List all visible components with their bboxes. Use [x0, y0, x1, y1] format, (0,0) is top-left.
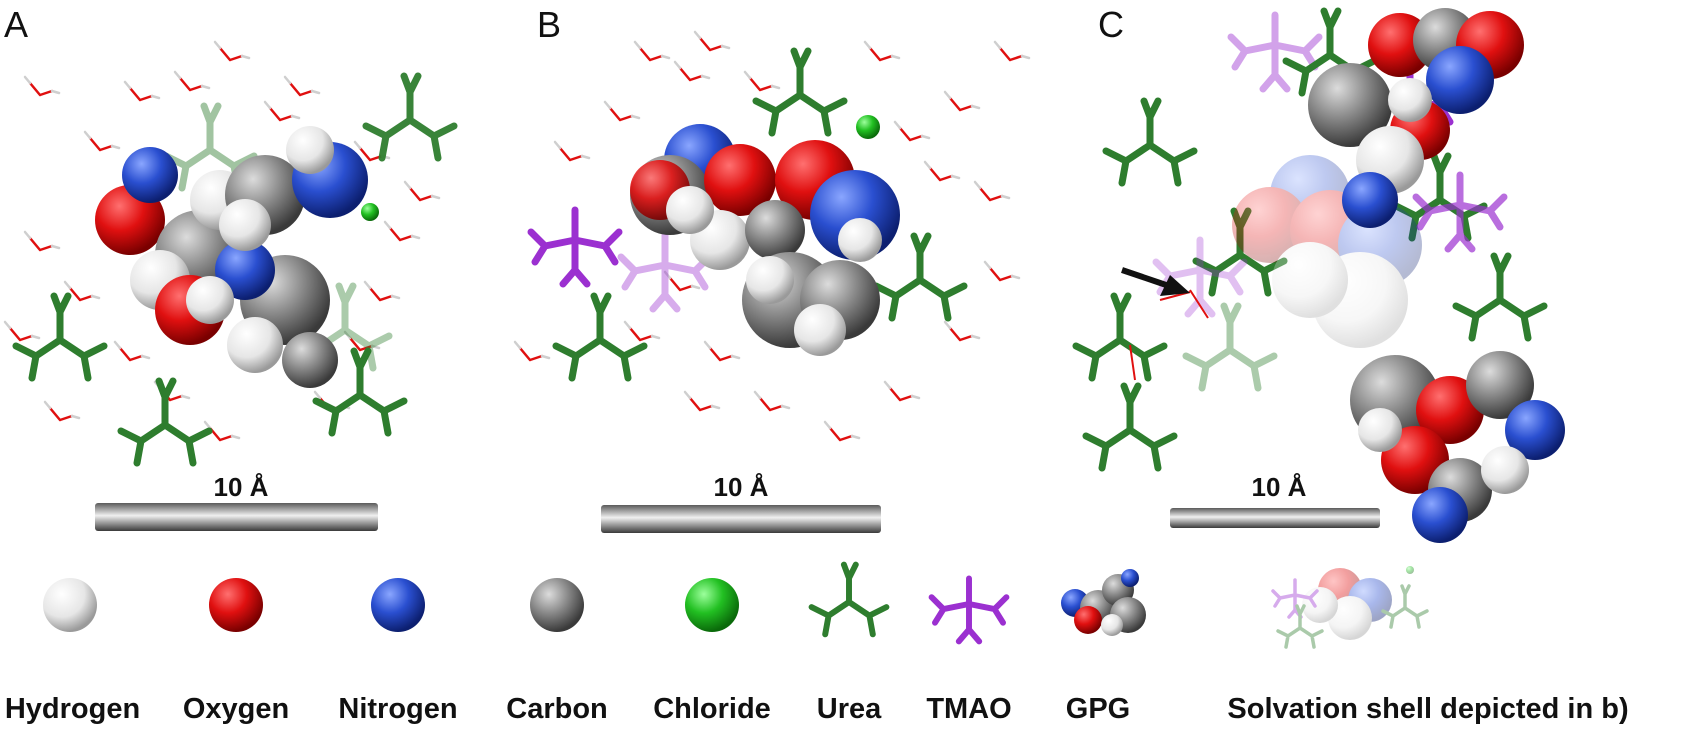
- gpg-molecule: [1350, 351, 1565, 543]
- panel-label-a: A: [4, 4, 29, 45]
- panel-a: [3, 40, 454, 531]
- chloride-ion: [856, 115, 880, 139]
- scale-bar: [601, 505, 881, 533]
- urea-molecule: [1076, 296, 1164, 378]
- oxygen-atom-icon: [209, 578, 263, 632]
- legend-label-urea: Urea: [816, 693, 882, 725]
- urea-molecule: [366, 76, 454, 158]
- nitrogen-atom-icon: [371, 578, 425, 632]
- tmao-molecule: [531, 210, 619, 284]
- panel-label-c: C: [1098, 4, 1124, 45]
- carbon-atom-icon: [530, 578, 584, 632]
- gpg-molecule: [630, 124, 900, 356]
- legend-label-nitrogen: Nitrogen: [338, 693, 458, 725]
- gpg-icon: [1061, 569, 1146, 636]
- urea-molecule: [1106, 101, 1194, 183]
- scale-label-b: 10 Å: [713, 472, 769, 502]
- panel-b: [513, 30, 1031, 533]
- urea-molecule: [1086, 386, 1174, 468]
- urea-molecule: [756, 51, 844, 133]
- tmao-icon: [932, 579, 1007, 642]
- legend-label-oxygen: Oxygen: [182, 693, 290, 725]
- legend-label-solvation-shell: Solvation shell depicted in b): [1227, 693, 1629, 725]
- legend-label-chloride: Chloride: [653, 693, 771, 725]
- scale-bar: [95, 503, 378, 531]
- arrow-icon: [1121, 267, 1190, 296]
- legend-label-hydrogen: Hydrogen: [4, 693, 141, 725]
- urea-icon: [812, 565, 887, 635]
- legend-label-gpg: GPG: [1065, 693, 1131, 725]
- gpg-molecule: [95, 126, 368, 388]
- urea-molecule: [121, 381, 209, 463]
- urea-molecule: [556, 296, 644, 378]
- panel-c: [1076, 8, 1565, 543]
- urea-molecule: [1456, 256, 1544, 338]
- scale-bar: [1170, 508, 1380, 528]
- hydrogen-atom-icon: [43, 578, 97, 632]
- gpg-molecule: [1308, 8, 1524, 228]
- legend: [43, 565, 1429, 649]
- chloride-ion: [361, 203, 379, 221]
- urea-molecule: [876, 236, 964, 318]
- chloride-atom-icon: [685, 578, 739, 632]
- scale-label-a: 10 Å: [213, 472, 269, 502]
- legend-label-tmao: TMAO: [926, 693, 1012, 725]
- panel-label-b: B: [537, 4, 562, 45]
- scale-label-c: 10 Å: [1251, 472, 1307, 502]
- solvation-shell-icon: [1271, 566, 1429, 649]
- legend-label-carbon: Carbon: [506, 693, 608, 725]
